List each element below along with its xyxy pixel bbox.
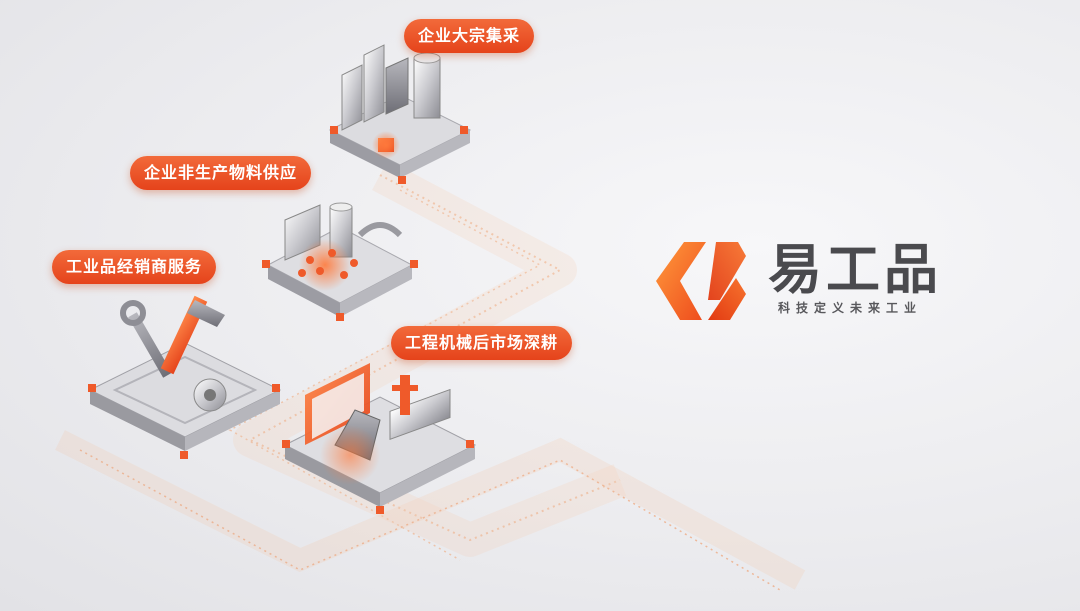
platform-supply-corners xyxy=(262,260,418,321)
platform-supply xyxy=(266,202,414,317)
platform-distributor xyxy=(88,295,282,451)
platform-procurement-corners xyxy=(330,126,468,184)
brand-name: 易工品 xyxy=(768,238,942,301)
label-machinery-aftermarket: 工程机械后市场深耕 xyxy=(391,326,573,360)
platform-aftermarket xyxy=(283,363,477,507)
label-distributor-service: 工业品经销商服务 xyxy=(52,250,217,284)
brand-slogan: 科技定义未来工业 xyxy=(778,301,923,315)
pathway-bands xyxy=(55,159,806,591)
brand-logo-icon xyxy=(656,242,746,320)
platform-distributor-corners xyxy=(88,384,280,459)
platform-aftermarket-corners xyxy=(282,440,474,514)
brand-block: 易工品 科技定义未来工业 xyxy=(650,236,980,326)
label-bulk-procurement: 企业大宗集采 xyxy=(404,19,535,53)
label-non-production-supply: 企业非生产物料供应 xyxy=(130,156,312,190)
platform-procurement xyxy=(328,44,472,178)
